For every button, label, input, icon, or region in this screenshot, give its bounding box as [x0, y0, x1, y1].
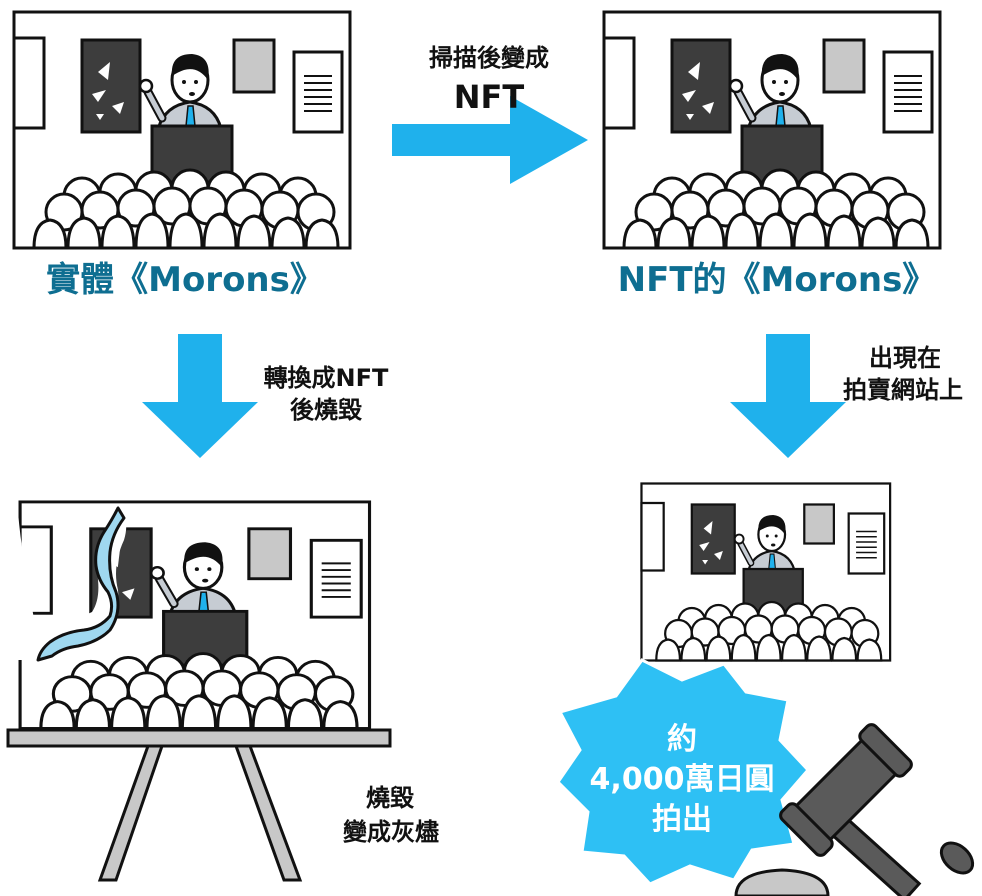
nft-painting-scene: [604, 12, 940, 248]
burst-icon: [556, 658, 811, 886]
physical-title: 實體《Morons》: [46, 260, 324, 300]
price-label-line1: 約: [667, 722, 697, 757]
burn-label-line1: 燒毀: [366, 784, 414, 812]
convert-label-line1: 轉換成NFT: [263, 364, 389, 392]
easel-icon: [6, 728, 392, 882]
scan-arrow-icon: [392, 96, 588, 184]
scan-label-line1: 掃描後變成: [429, 44, 549, 72]
gavel-icon: [734, 723, 975, 896]
price-label-line2: 4,000萬日圓: [589, 762, 775, 797]
appear-label-line2: 拍賣網站上: [843, 376, 963, 404]
scan-label-line2: NFT: [453, 78, 525, 116]
burn-label-line2: 變成灰燼: [343, 818, 439, 846]
burned-painting-scene: [20, 502, 369, 729]
physical-painting-scene: [14, 12, 350, 248]
nft-title: NFT的《Morons》: [617, 260, 937, 300]
auction-painting-scene: [641, 484, 890, 661]
convert-label-line2: 後燒毀: [290, 396, 362, 424]
appear-label-line1: 出現在: [869, 344, 941, 372]
price-label-line3: 拍出: [652, 802, 712, 837]
flame-icon: [18, 506, 127, 662]
